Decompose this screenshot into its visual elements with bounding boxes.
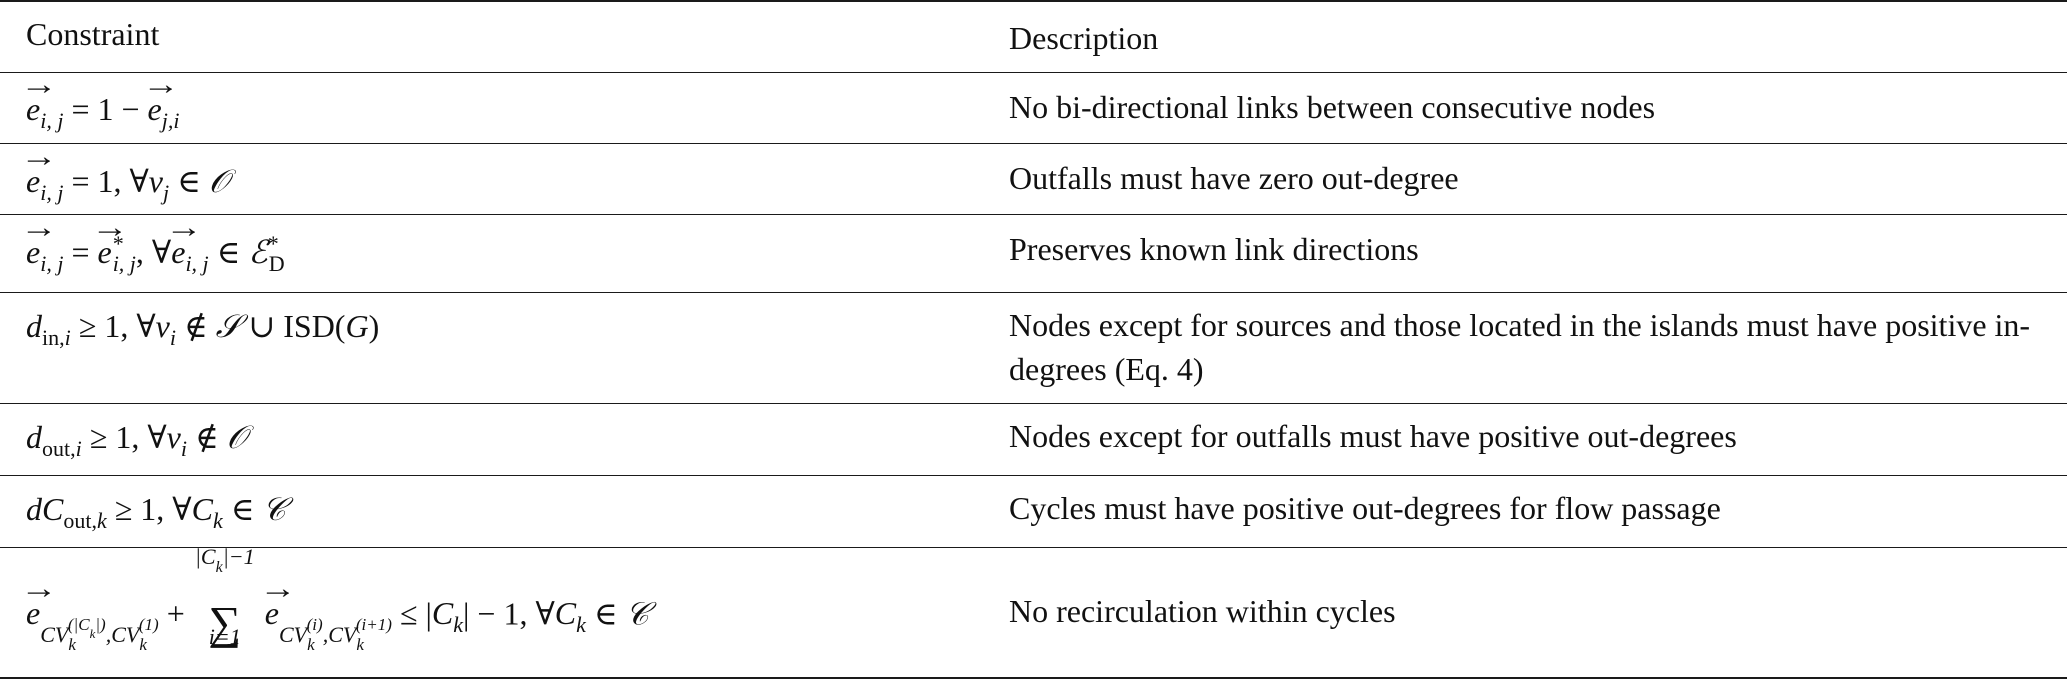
- constraint-cell: ei, j = e*i, j, ∀ei, j ∈ ℰ*D: [0, 215, 983, 292]
- description-cell: Nodes except for outfalls must have posi…: [1009, 418, 1737, 454]
- table-row: dout,i ≥ 1, ∀vi ∉ 𝒪 Nodes except for out…: [0, 404, 2067, 476]
- constraint-formula: dCout,k ≥ 1, ∀Ck ∈ 𝒞: [26, 490, 286, 533]
- table-row: ei, j = 1 − ej,i No bi-directional links…: [0, 73, 2067, 144]
- constraint-formula: ei, j = 1, ∀vj ∈ 𝒪: [26, 162, 229, 206]
- constraint-formula: din,i ≥ 1, ∀vi ∉ 𝒮 ∪ ISD(G): [26, 307, 380, 350]
- description-cell: No recirculation within cycles: [1009, 593, 1396, 629]
- constraint-cell: dout,i ≥ 1, ∀vi ∉ 𝒪: [0, 404, 983, 475]
- description-cell: Outfalls must have zero out-degree: [1009, 160, 1459, 196]
- table-row: din,i ≥ 1, ∀vi ∉ 𝒮 ∪ ISD(G) Nodes except…: [0, 293, 2067, 404]
- constraint-formula: dout,i ≥ 1, ∀vi ∉ 𝒪: [26, 418, 247, 461]
- description-cell: Preserves known link directions: [1009, 231, 1419, 267]
- table-row: eCVk(|Ck|),CVk(1) + |Ck|−1∑i=1 eCVk(i),C…: [0, 544, 2067, 679]
- constraint-cell: eCVk(|Ck|),CVk(1) + |Ck|−1∑i=1 eCVk(i),C…: [0, 544, 983, 677]
- constraint-formula: ei, j = 1 − ej,i: [26, 91, 179, 134]
- header-constraint: Constraint: [26, 16, 160, 52]
- table-row: ei, j = e*i, j, ∀ei, j ∈ ℰ*D Preserves k…: [0, 215, 2067, 293]
- constraint-formula: eCVk(|Ck|),CVk(1) + |Ck|−1∑i=1 eCVk(i),C…: [26, 544, 649, 655]
- description-cell: Cycles must have positive out-degrees fo…: [1009, 490, 1721, 526]
- description-cell: No bi-directional links between consecut…: [1009, 89, 1656, 125]
- constraint-cell: ei, j = 1 − ej,i: [0, 73, 983, 143]
- description-cell: Nodes except for sources and those locat…: [1009, 307, 2031, 387]
- constraint-cell: din,i ≥ 1, ∀vi ∉ 𝒮 ∪ ISD(G): [0, 293, 983, 403]
- header-description: Description: [1009, 20, 1159, 56]
- table-row: dCout,k ≥ 1, ∀Ck ∈ 𝒞 Cycles must have po…: [0, 476, 2067, 548]
- table-row: ei, j = 1, ∀vj ∈ 𝒪 Outfalls must have ze…: [0, 144, 2067, 215]
- table-header-row: Constraint Description: [0, 2, 2067, 73]
- constraint-formula: ei, j = e*i, j, ∀ei, j ∈ ℰ*D: [26, 231, 285, 277]
- constraint-cell: ei, j = 1, ∀vj ∈ 𝒪: [0, 144, 983, 214]
- constraint-cell: dCout,k ≥ 1, ∀Ck ∈ 𝒞: [0, 476, 983, 547]
